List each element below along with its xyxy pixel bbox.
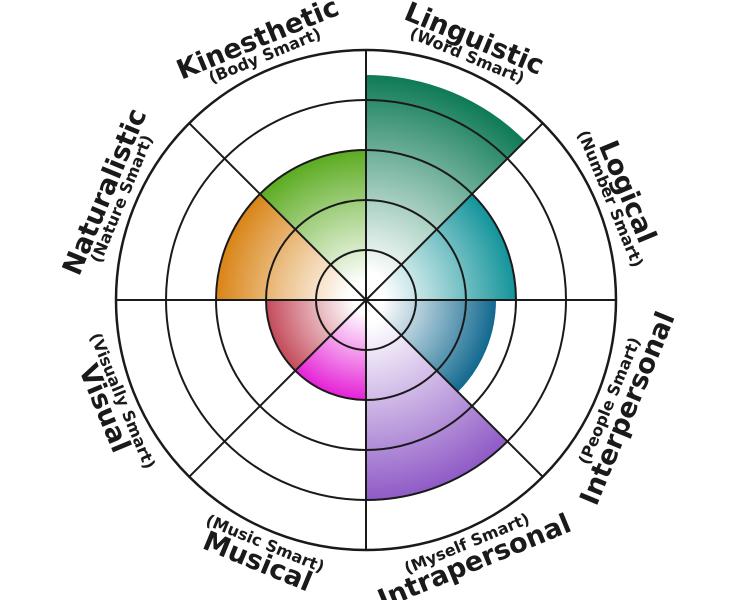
category-label-naturalistic: Naturalistic(Nature Smart) [57, 104, 157, 280]
sector-linguistic [366, 75, 526, 300]
sector-layer [215, 75, 526, 500]
grid-spoke [365, 299, 544, 478]
sector-musical [295, 300, 366, 400]
category-label-logical: Logical(Number Smart) [574, 128, 662, 271]
grid-spoke [188, 122, 367, 301]
sector-visual [266, 300, 366, 371]
category-label-musical: (Music Smart)Musical [198, 510, 327, 598]
sector-intrapersonal [366, 300, 508, 500]
grid-spoke [188, 299, 367, 478]
grid-spoke [365, 122, 544, 301]
category-label-kinesthetic: Kinesthetic(Body Smart) [172, 0, 343, 87]
category-name: Intrapersonal [373, 508, 575, 600]
sector-logical [366, 193, 516, 300]
category-label-interpersonal: (People Smart)Interpersonal [574, 307, 682, 509]
category-label-visual: (Visually Smart)Visual [72, 330, 159, 472]
grid-layer [114, 48, 618, 552]
sector-kinesthetic [259, 150, 366, 300]
sector-naturalistic [215, 193, 366, 300]
category-label-linguistic: Linguistic(Word Smart) [400, 0, 548, 88]
